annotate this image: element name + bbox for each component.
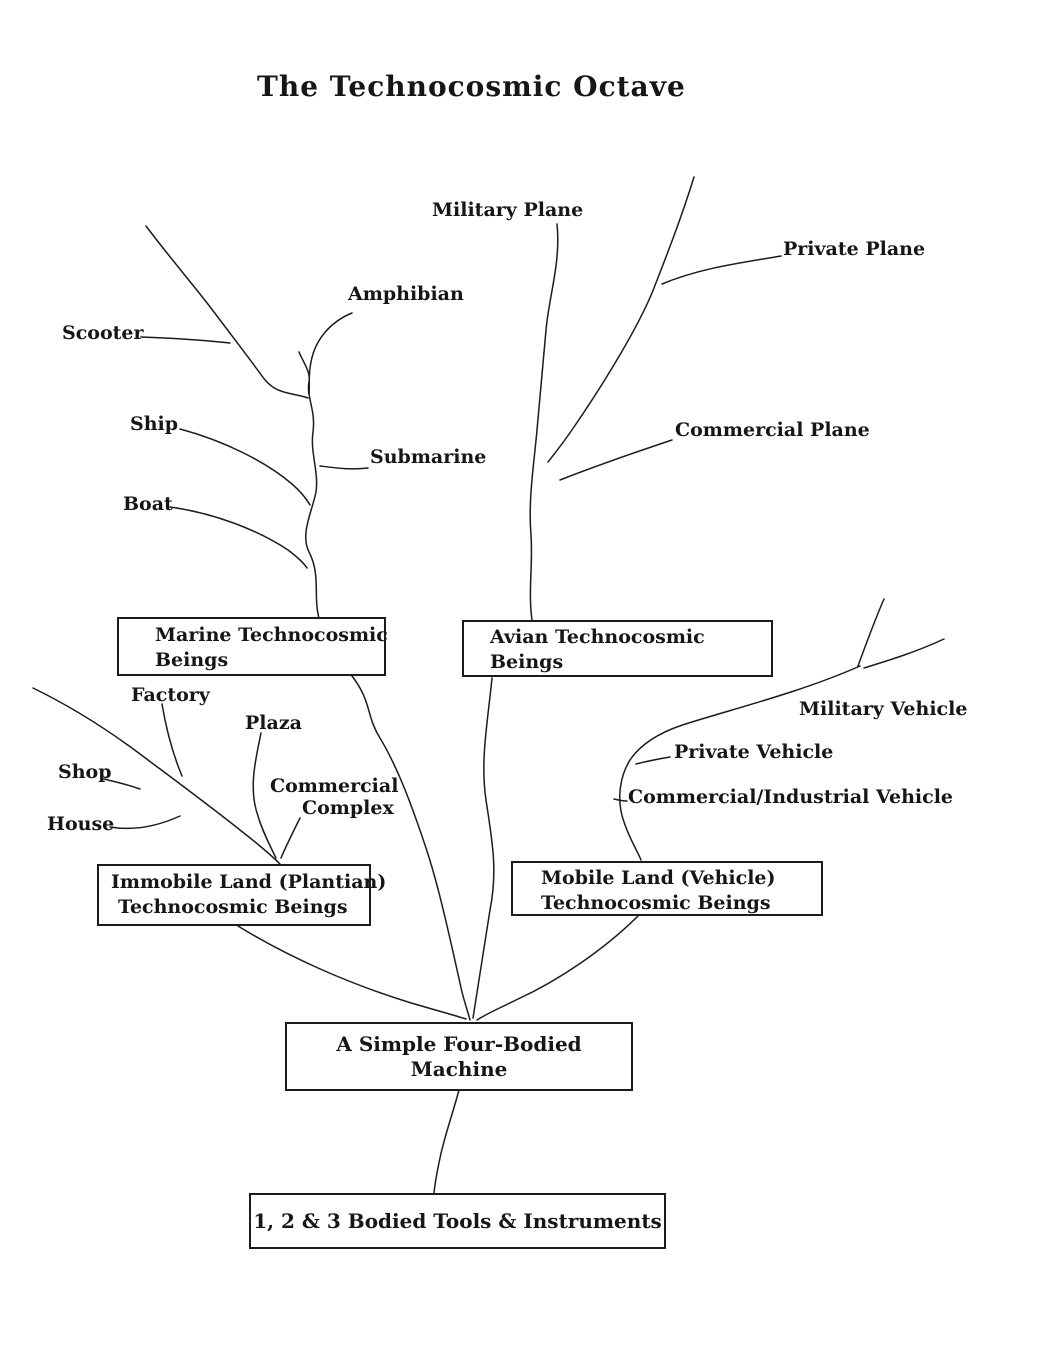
avian-to-machine-line — [472, 677, 495, 1019]
machine-box-label: A Simple Four-Bodied Machine — [336, 1031, 582, 1081]
avian-box-label-line2: Beings — [490, 651, 564, 673]
commercial-complex-line2: Complex — [302, 797, 394, 819]
private-plane-upper-line — [547, 176, 695, 463]
leaf-label-house: House — [47, 813, 115, 835]
mobile-trunk-line — [619, 665, 861, 861]
commercial-complex-branch-line — [280, 817, 301, 859]
immobile-main-diagonal-line — [32, 687, 281, 865]
marine-box-label-line1: Marine Technocosmic — [155, 624, 388, 646]
scooter-dash-line — [140, 336, 231, 344]
immobile-to-machine-line — [237, 925, 467, 1020]
mobile-to-machine-line — [476, 915, 639, 1021]
leaf-label-factory: Factory — [131, 684, 210, 706]
avian-technocosmic-beings-box: Avian Technocosmic Beings — [462, 620, 773, 677]
immobile-box-label-line2: Technocosmic Beings — [118, 896, 348, 918]
private-vehicle-dash-line — [635, 756, 671, 765]
mobile-box-label-line2: Technocosmic Beings — [541, 892, 771, 914]
boat-branch-line — [169, 506, 308, 569]
leaf-label-scooter: Scooter — [62, 322, 144, 344]
shop-dash-line — [103, 778, 141, 790]
plaza-branch-line — [252, 732, 277, 859]
mobile-land-technocosmic-beings-box: Mobile Land (Vehicle) Technocosmic Being… — [511, 861, 823, 916]
military-plane-trunk-line — [529, 223, 559, 621]
amphibian-branch-line — [308, 312, 353, 395]
machine-to-tools-line — [433, 1089, 460, 1194]
leaf-label-private-plane: Private Plane — [783, 238, 926, 260]
leaf-label-commercial-industrial-vehicle: Commercial/Industrial Vehicle — [628, 786, 953, 808]
scooter-diagonal-line — [145, 225, 309, 399]
mobile-top-branch-b-line — [857, 598, 885, 667]
immobile-box-label-line1: Immobile Land (Plantian) — [111, 871, 387, 893]
leaf-label-shop: Shop — [58, 761, 112, 783]
mobile-box-label-line1: Mobile Land (Vehicle) — [541, 867, 776, 889]
marine-trunk-line — [298, 351, 320, 619]
commercial-plane-branch-line — [559, 439, 673, 481]
private-plane-dash-line — [661, 255, 782, 285]
simple-four-bodied-machine-box: A Simple Four-Bodied Machine — [285, 1022, 633, 1091]
leaf-label-military-vehicle: Military Vehicle — [799, 698, 968, 720]
ship-branch-line — [179, 428, 311, 506]
leaf-label-military-plane: Military Plane — [432, 199, 584, 221]
house-branch-line — [109, 815, 181, 830]
leaf-label-boat: Boat — [123, 493, 173, 515]
marine-to-machine-line — [351, 675, 471, 1021]
commercial-industrial-dash-line — [613, 798, 628, 802]
avian-box-label-line1: Avian Technocosmic — [490, 626, 705, 648]
tools-and-instruments-box: 1, 2 & 3 Bodied Tools & Instruments — [249, 1193, 666, 1249]
leaf-label-amphibian: Amphibian — [348, 283, 464, 305]
factory-branch-line — [161, 703, 183, 777]
leaf-label-private-vehicle: Private Vehicle — [674, 741, 834, 763]
leaf-label-plaza: Plaza — [245, 712, 302, 734]
page-title: The Technocosmic Octave — [257, 70, 686, 103]
leaf-label-submarine: Submarine — [370, 446, 487, 468]
marine-box-label-line2: Beings — [155, 649, 229, 671]
submarine-branch-line — [319, 465, 369, 470]
tools-box-label: 1, 2 & 3 Bodied Tools & Instruments — [253, 1208, 662, 1233]
leaf-label-commercial-complex: Commercial Complex — [270, 775, 398, 819]
immobile-land-technocosmic-beings-box: Immobile Land (Plantian) Technocosmic Be… — [97, 864, 387, 926]
leaf-label-commercial-plane: Commercial Plane — [675, 419, 870, 441]
commercial-complex-line1: Commercial — [270, 775, 399, 797]
leaf-label-ship: Ship — [130, 413, 179, 435]
marine-technocosmic-beings-box: Marine Technocosmic Beings — [117, 617, 388, 676]
mobile-top-branch-a-line — [863, 638, 945, 669]
